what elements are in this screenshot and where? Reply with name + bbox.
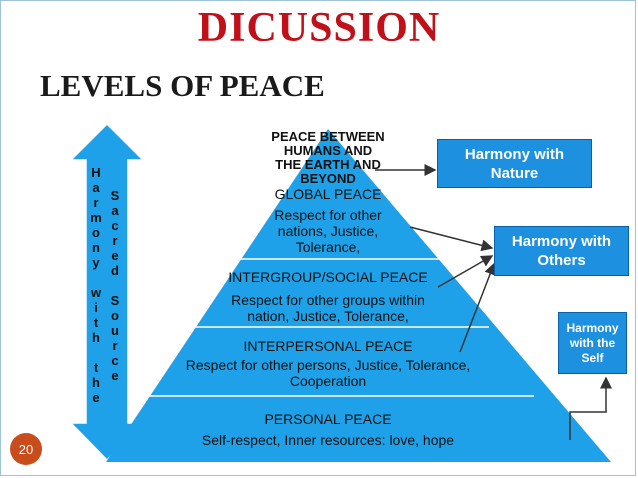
arrow-letter: c — [111, 218, 119, 233]
arrow-letter: r — [112, 233, 118, 248]
arrow-letter — [86, 345, 106, 360]
level-interpersonal-desc: Respect for other persons, Justice, Tole… — [185, 357, 471, 389]
top-level-heading: PEACE BETWEEN HUMANS AND THE EARTH AND B… — [271, 130, 385, 186]
double-arrow-shape — [69, 122, 145, 462]
slide-title: DICUSSION — [197, 5, 441, 51]
arrow-letter: H — [91, 165, 101, 180]
arrow-letter: m — [90, 210, 102, 225]
arrow-letter: e — [111, 248, 119, 263]
level-personal-heading: PERSONAL PEACE — [264, 411, 392, 427]
arrow-letter — [86, 270, 106, 285]
level-global-heading: GLOBAL PEACE — [274, 186, 382, 202]
level-intergroup-desc: Respect for other groups within nation, … — [231, 292, 425, 326]
harmony-with-others-box: Harmony with Others — [494, 226, 629, 276]
arrow-letter — [105, 278, 125, 293]
arrow-to-others — [409, 226, 494, 252]
arrow-letter: t — [93, 315, 99, 330]
slide-subtitle: LEVELS OF PEACE — [40, 68, 325, 103]
arrow-letter: i — [94, 300, 98, 315]
level-global-desc: Respect for other nations, Justice, Tole… — [274, 207, 382, 258]
level-interpersonal-heading: INTERPERSONAL PEACE — [243, 338, 413, 354]
level-intergroup-heading: INTERGROUP/SOCIAL PEACE — [228, 269, 428, 285]
arrow-letter: o — [111, 308, 119, 323]
harmony-with-nature-box: Harmony with Nature — [437, 139, 592, 188]
arrow-letter: c — [111, 353, 119, 368]
arrow-letter: r — [112, 338, 118, 353]
pyramid-shape — [106, 129, 611, 462]
harmony-with-self-box: Harmony with the Self — [558, 312, 627, 374]
arrow-letter: h — [92, 330, 100, 345]
arrow-letter: d — [111, 263, 119, 278]
arrow-letter: u — [111, 323, 119, 338]
arrow-to-self — [569, 376, 612, 440]
arrow-letter: o — [92, 225, 100, 240]
arrow-letter: e — [92, 390, 100, 405]
arrow-letter: S — [110, 188, 120, 203]
arrow-letter: h — [92, 375, 100, 390]
arrow-letter: S — [110, 293, 120, 308]
arrow-letter: e — [111, 368, 119, 383]
arrow-letter: y — [92, 255, 100, 270]
arrow-to-others — [437, 255, 494, 288]
page-number-badge: 20 — [10, 433, 42, 465]
arrow-letter: n — [92, 240, 100, 255]
arrow-letter: t — [93, 360, 99, 375]
arrow-letter: r — [93, 195, 99, 210]
level-personal-desc: Self-respect, Inner resources: love, hop… — [201, 432, 455, 448]
arrow-letter: w — [90, 285, 102, 300]
arrow-letter: a — [92, 180, 100, 195]
arrow-to-others — [459, 262, 496, 353]
arrow-letter: a — [111, 203, 119, 218]
